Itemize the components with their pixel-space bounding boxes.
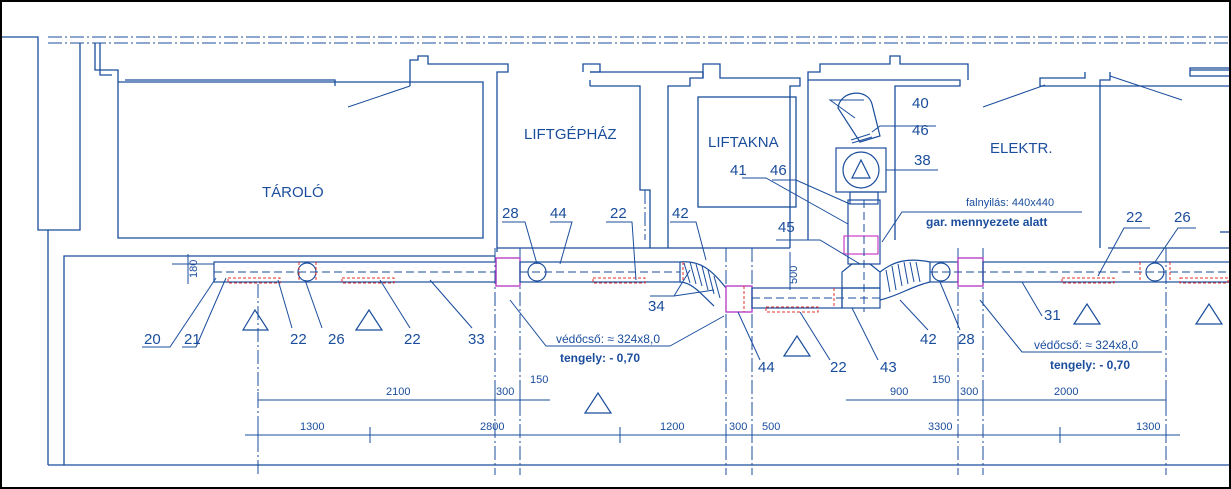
level-triangles: [241, 302, 1224, 414]
callout-22: 22: [610, 205, 627, 222]
callout-22: 22: [1126, 209, 1143, 226]
note-axis-level: tengely: - 0,70: [1050, 358, 1130, 372]
duct-runs: [213, 92, 1229, 313]
dim-label: 1300: [300, 421, 324, 433]
callout-28: 28: [502, 205, 519, 222]
callout-42: 42: [920, 331, 937, 348]
callout-21: 21: [184, 331, 201, 348]
dim-label: 150: [932, 374, 950, 386]
walls: [2, 36, 1229, 466]
dim-label: 2100: [386, 386, 410, 398]
grilles: [227, 262, 1229, 313]
dim-label: 900: [890, 386, 908, 398]
dim-label: 2800: [480, 421, 504, 433]
dim-label: 2000: [1054, 386, 1078, 398]
note-under-ceiling: gar. mennyezete alatt: [926, 215, 1047, 229]
dim-label: 300: [729, 421, 747, 433]
callout-45: 45: [778, 219, 795, 236]
callout-22: 22: [290, 331, 307, 348]
dim-label: 500: [762, 421, 780, 433]
note-protective-pipe: védőcső: ≈ 324x8,0: [556, 332, 660, 346]
dim-label: 1200: [660, 421, 684, 433]
callout-44: 44: [550, 205, 567, 222]
callout-46: 46: [912, 122, 929, 139]
room-label-storage: TÁROLÓ: [262, 184, 324, 201]
callout-numbers: 20 21 22 26 22 33 28 44 22 42 34 44 22 4…: [144, 95, 1191, 376]
callout-31: 31: [1044, 307, 1061, 324]
callout-40: 40: [912, 95, 929, 112]
callout-42: 42: [672, 205, 689, 222]
room-labels: TÁROLÓ LIFTGÉPHÁZ LIFTAKNA ELEKTR.: [262, 126, 1053, 201]
dim-label: 3300: [928, 421, 952, 433]
dim-label: 150: [530, 374, 548, 386]
callout-34: 34: [648, 298, 665, 315]
callout-41: 41: [730, 162, 747, 179]
note-protective-pipe: védőcső: ≈ 324x8,0: [1034, 338, 1138, 352]
callout-46: 46: [770, 162, 787, 179]
dim-label: 1300: [1136, 421, 1160, 433]
callout-20: 20: [144, 331, 161, 348]
callout-22: 22: [830, 359, 847, 376]
dimension-lines: [245, 392, 1180, 443]
callout-43: 43: [880, 359, 897, 376]
callout-26: 26: [1174, 209, 1191, 226]
room-label-lift-shaft: LIFTAKNA: [708, 134, 779, 151]
dim-label: 300: [496, 386, 514, 398]
dim-label: 300: [960, 386, 978, 398]
note-wall-opening: falnyilás: 440x440: [966, 197, 1054, 209]
dimension-labels: 180 500 2100 300 150 900 150 300 2000 13…: [188, 260, 1160, 433]
callout-33: 33: [468, 331, 485, 348]
callout-26: 26: [328, 331, 345, 348]
callout-44: 44: [758, 359, 775, 376]
room-label-electrical: ELEKTR.: [990, 140, 1053, 157]
note-axis-level: tengely: - 0,70: [560, 351, 640, 365]
callout-22: 22: [404, 331, 421, 348]
callout-28: 28: [958, 331, 975, 348]
dim-500: 500: [788, 266, 800, 284]
callout-38: 38: [914, 152, 931, 169]
room-label-lift-machine: LIFTGÉPHÁZ: [524, 126, 617, 143]
dim-180: 180: [188, 260, 200, 278]
annotation-notes: falnyilás: 440x440 gar. mennyezete alatt…: [556, 197, 1138, 372]
leader-lines: [142, 99, 1196, 361]
